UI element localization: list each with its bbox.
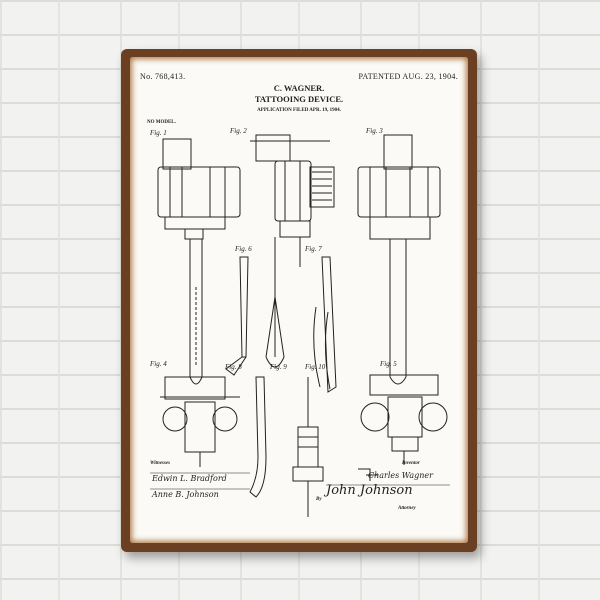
fig-7-label: Fig. 7	[305, 245, 322, 253]
fig-5-label: Fig. 5	[380, 360, 397, 368]
fig-8-label: Fig. 8	[225, 363, 242, 371]
inventor-label: Inventor	[402, 461, 420, 466]
fig-9-label: Fig. 9	[270, 363, 287, 371]
fig-2-label: Fig. 2	[230, 127, 247, 135]
fig-1-drawing	[157, 138, 241, 385]
fig-2-drawing	[250, 134, 335, 368]
witnesses-label: Witnesses	[150, 461, 171, 466]
application-filed: APPLICATION FILED APR. 19, 1904.	[257, 108, 341, 113]
patent-number: No. 768,413.	[140, 72, 186, 81]
fig-6-drawing	[225, 256, 249, 376]
fig-10-label: Fig. 10	[305, 363, 326, 371]
fig-3-drawing	[357, 134, 441, 385]
fig-1-label: Fig. 1	[150, 129, 167, 137]
patent-sheet: No. 768,413. PATENTED AUG. 23, 1904. C. …	[130, 57, 468, 543]
witness-signature-1: Edwin L. Bradford	[152, 474, 227, 483]
inventor-signature: Charles Wagner	[368, 471, 433, 480]
patent-date: PATENTED AUG. 23, 1904.	[358, 72, 458, 81]
fig-7-drawing	[313, 256, 337, 393]
metal-sign: No. 768,413. PATENTED AUG. 23, 1904. C. …	[121, 49, 477, 552]
fig-4-label: Fig. 4	[150, 360, 167, 368]
patent-drawings	[150, 134, 450, 517]
patent-title: TATTOOING DEVICE.	[254, 94, 344, 104]
attorney-signature: John Johnson	[326, 483, 413, 498]
fig-3-label: Fig. 3	[366, 127, 383, 135]
inventor-name: C. WAGNER.	[273, 83, 325, 93]
fig-6-label: Fig. 6	[235, 245, 252, 253]
witness-signature-2: Anne B. Johnson	[152, 490, 219, 499]
fig-9-drawing	[292, 377, 324, 517]
fig-8-drawing	[249, 376, 267, 498]
fig-5-drawing	[358, 374, 448, 481]
by-label: By	[316, 497, 322, 502]
fig-4-drawing	[160, 376, 240, 467]
attorney-label: Attorney	[398, 506, 416, 511]
no-model-label: NO MODEL.	[147, 120, 176, 125]
